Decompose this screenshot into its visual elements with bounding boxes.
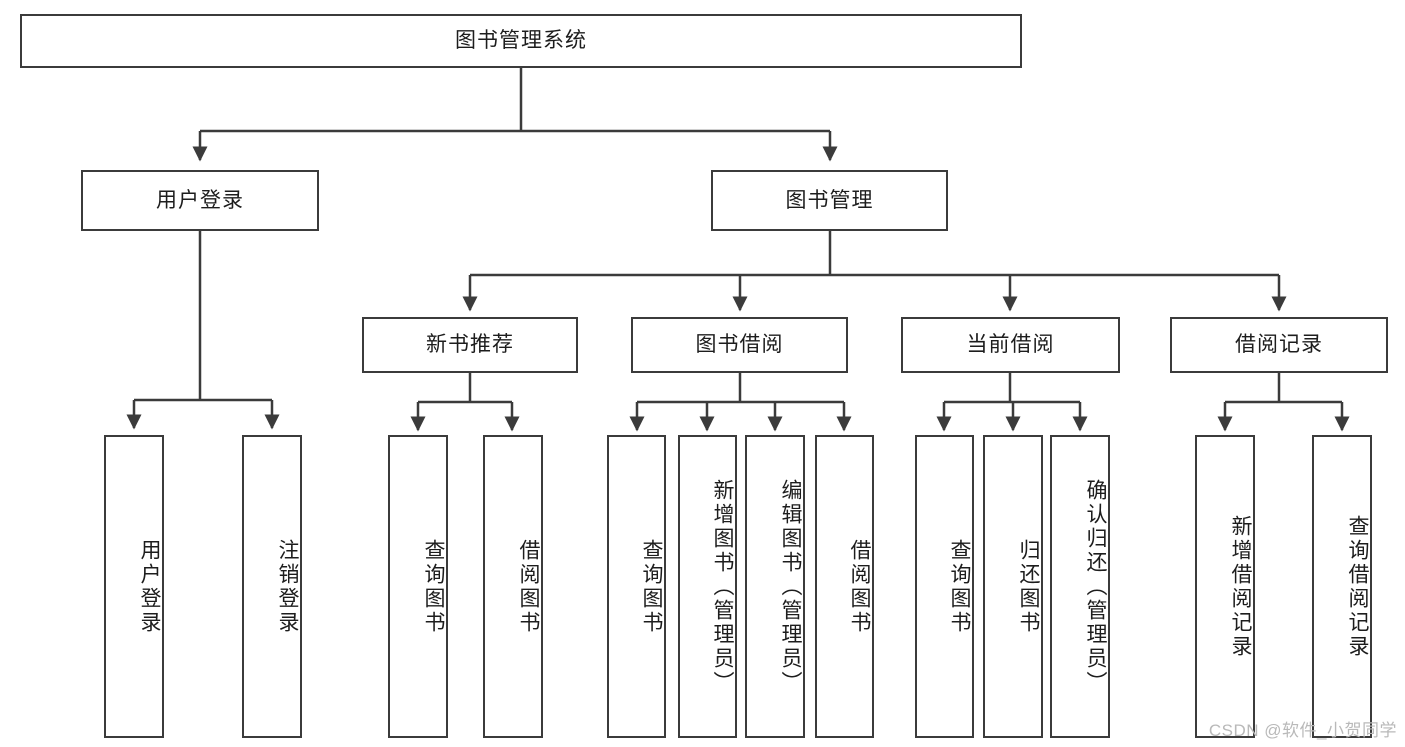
leaf-user-login[interactable]: 用户登录 (104, 435, 164, 738)
node-label: 图书管理 (785, 188, 874, 212)
node-user-login[interactable]: 用户登录 (81, 170, 319, 231)
leaf-query-book-new[interactable]: 查询图书 (388, 435, 448, 738)
node-label: 借阅记录 (1235, 333, 1323, 357)
leaf-borrow-book-new[interactable]: 借阅图书 (483, 435, 543, 738)
node-borrow-record[interactable]: 借阅记录 (1170, 317, 1388, 373)
leaf-add-borrow-record[interactable]: 新增借阅记录 (1195, 435, 1255, 738)
node-label: 新书推荐 (426, 333, 514, 357)
node-label: 新增图书（管理员） (711, 478, 734, 695)
node-label: 归还图书 (1017, 538, 1040, 635)
leaf-query-book-current[interactable]: 查询图书 (915, 435, 974, 738)
leaf-borrow-book[interactable]: 借阅图书 (815, 435, 874, 738)
watermark: CSDN @软件_小贺同学 (1208, 721, 1397, 740)
leaf-edit-book-admin[interactable]: 编辑图书（管理员） (745, 435, 805, 738)
leaf-confirm-return-admin[interactable]: 确认归还（管理员） (1050, 435, 1110, 738)
leaf-query-book-borrow[interactable]: 查询图书 (607, 435, 666, 738)
node-label: 新增借阅记录 (1229, 514, 1252, 659)
leaf-return-book[interactable]: 归还图书 (983, 435, 1043, 738)
leaf-add-book-admin[interactable]: 新增图书（管理员） (678, 435, 737, 738)
node-label: 当前借阅 (966, 333, 1055, 357)
node-book-management[interactable]: 图书管理 (711, 170, 948, 231)
node-label: 图书借阅 (695, 333, 784, 357)
node-root[interactable]: 图书管理系统 (20, 14, 1022, 68)
node-label: 查询图书 (948, 538, 971, 635)
node-label: 查询图书 (422, 538, 445, 635)
node-label: 编辑图书（管理员） (779, 478, 802, 695)
leaf-query-borrow-record[interactable]: 查询借阅记录 (1312, 435, 1372, 738)
node-book-borrow[interactable]: 图书借阅 (631, 317, 848, 373)
node-label: 用户登录 (156, 188, 244, 212)
node-label: 借阅图书 (517, 538, 540, 635)
node-label: 确认归还（管理员） (1084, 478, 1107, 695)
node-label: 图书管理系统 (455, 29, 587, 53)
leaf-logout[interactable]: 注销登录 (242, 435, 302, 738)
node-label: 注销登录 (276, 538, 299, 635)
node-label: 借阅图书 (848, 538, 871, 635)
node-new-book-recommend[interactable]: 新书推荐 (362, 317, 578, 373)
node-label: 查询借阅记录 (1346, 514, 1369, 659)
node-current-borrow[interactable]: 当前借阅 (901, 317, 1120, 373)
node-label: 用户登录 (138, 538, 161, 635)
node-label: 查询图书 (640, 538, 663, 635)
